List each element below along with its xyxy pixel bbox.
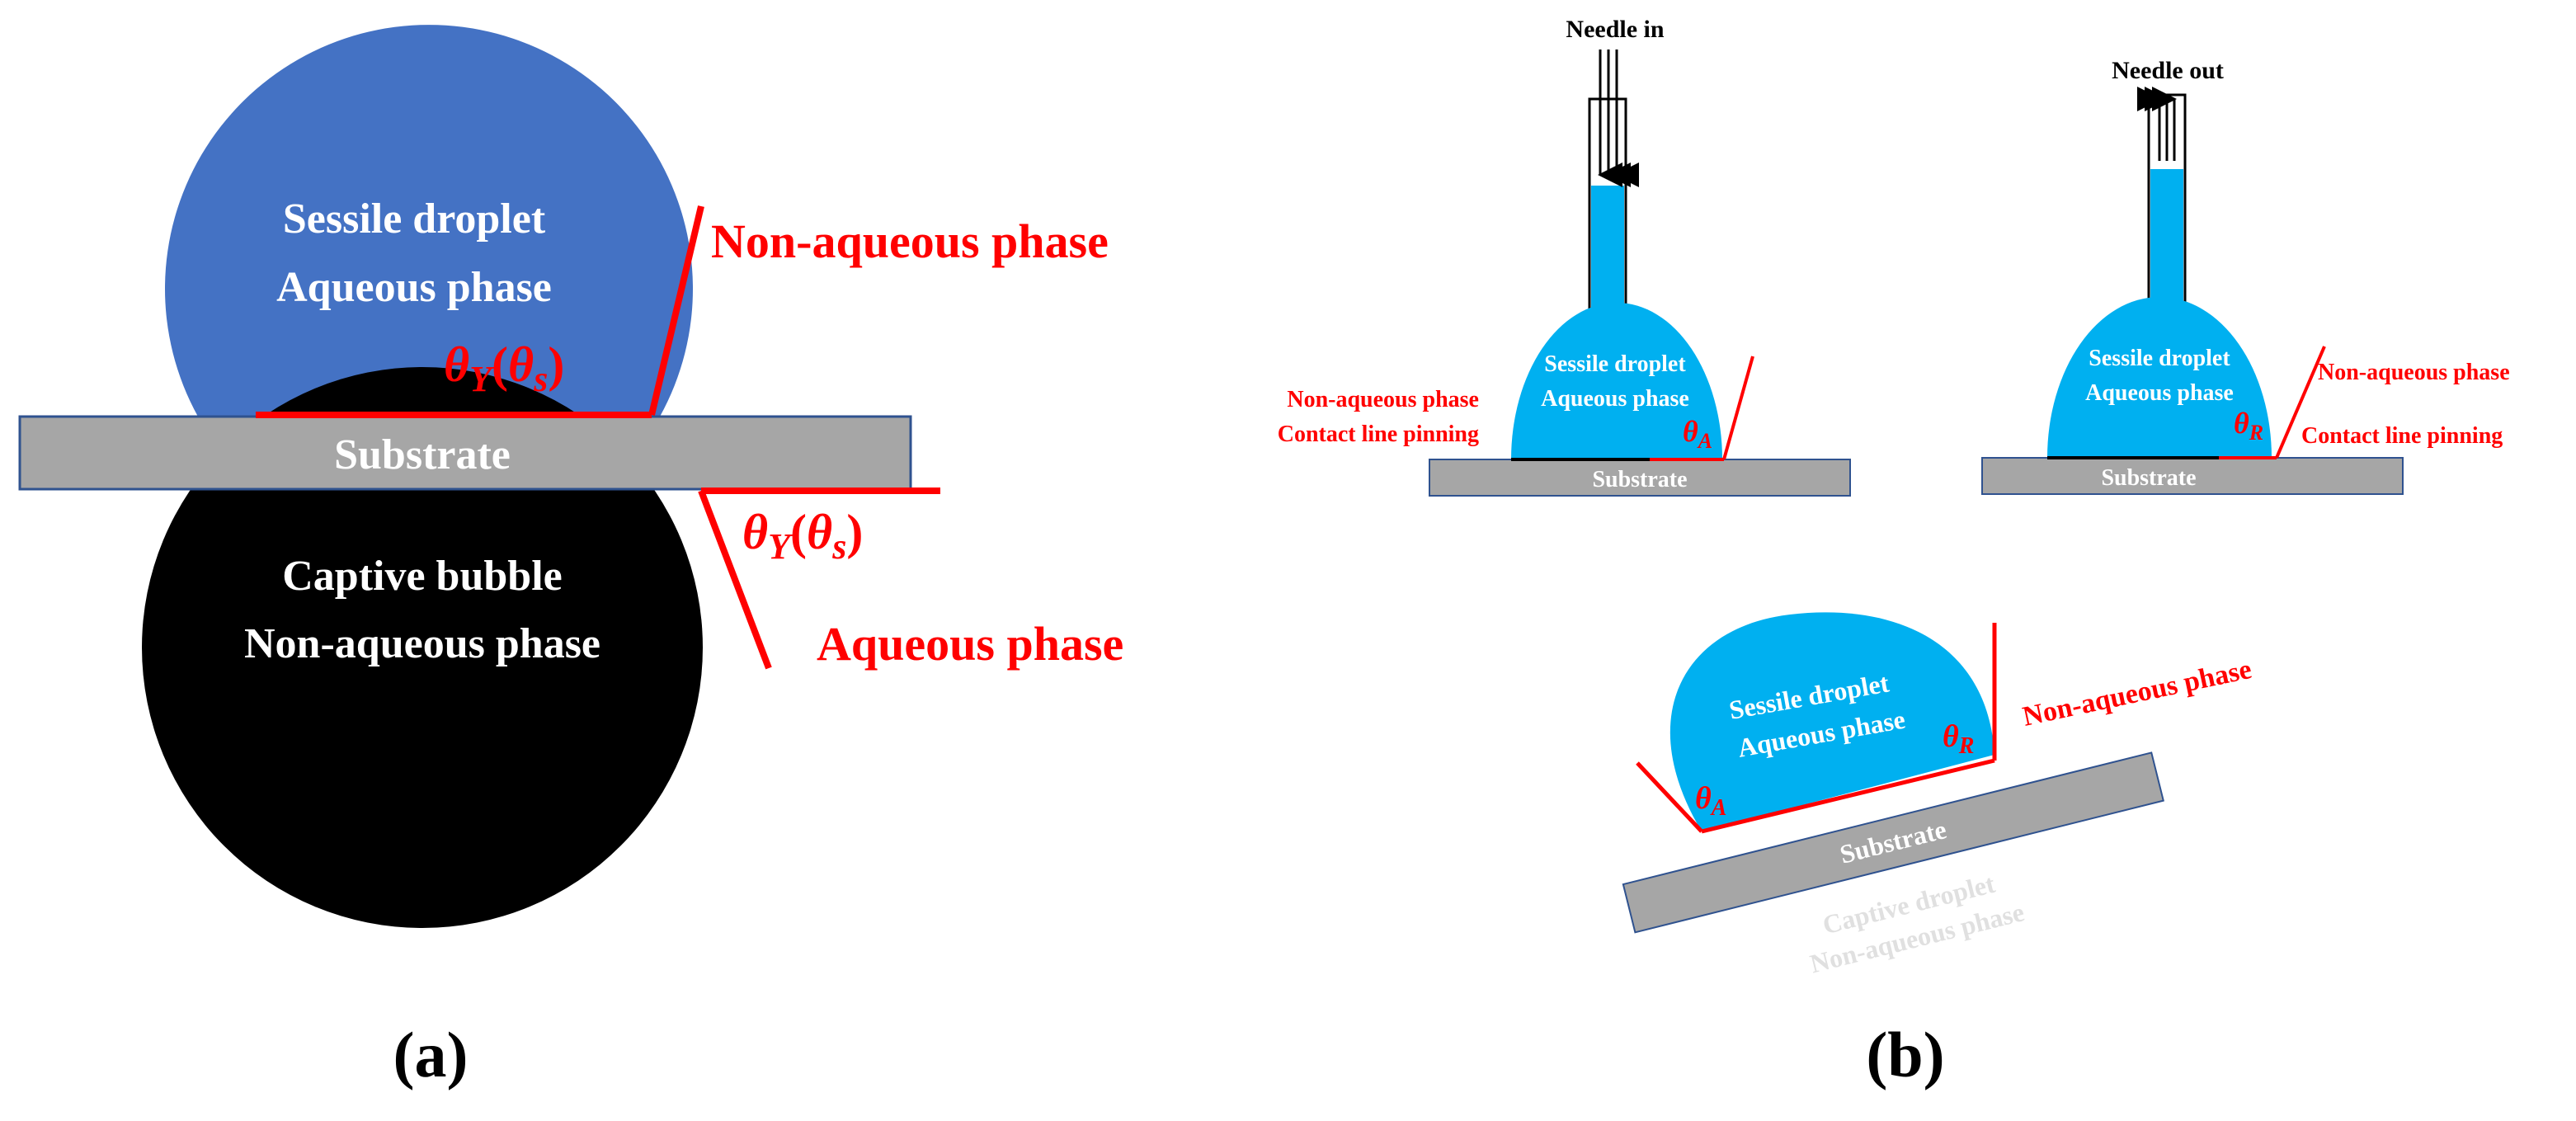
needle-out-label: Needle out bbox=[2112, 57, 2224, 84]
tilted-substrate bbox=[1622, 751, 2164, 934]
needle-in-liquid bbox=[1591, 186, 1624, 313]
panel-a-caption: (a) bbox=[393, 1019, 469, 1090]
panel-b-caption: (b) bbox=[1866, 1019, 1944, 1090]
svg-text:θY(θs): θY(θs) bbox=[444, 337, 564, 399]
panel-a-substrate-label: Substrate bbox=[334, 431, 511, 478]
panel-a: Sessile droplet Aqueous phase Captive bu… bbox=[18, 25, 1123, 1090]
tilted-droplet bbox=[1669, 612, 1994, 831]
needle-in-substrate-label: Substrate bbox=[1592, 467, 1687, 492]
needle-in-side-line1: Non-aqueous phase bbox=[1287, 387, 1479, 412]
needle-in-label: Needle in bbox=[1566, 16, 1664, 43]
needle-out-substrate bbox=[1981, 457, 2404, 495]
needle-in-theta: θA bbox=[1683, 415, 1712, 453]
panel-b: Needle in Sessile droplet Aqueous phase … bbox=[1278, 16, 2510, 1090]
panel-b-tilted-diagram: Substrate Captive droplet Non-aqueous ph… bbox=[1622, 612, 2254, 978]
needle-out-side-line2: Contact line pinning bbox=[2301, 423, 2503, 449]
needle-out-tangent bbox=[2275, 346, 2326, 459]
tilted-advancing-tangent bbox=[1636, 761, 1703, 833]
needle-out-substrate-label: Substrate bbox=[2101, 465, 2196, 491]
panel-a-droplet-line1: Sessile droplet bbox=[283, 195, 546, 243]
needle-in-droplet-line2: Aqueous phase bbox=[1541, 386, 1689, 412]
needle-out-theta: θR bbox=[2234, 407, 2263, 445]
needle-out-side-line1: Non-aqueous phase bbox=[2318, 360, 2510, 385]
panel-a-non-aqueous-label: Non-aqueous phase bbox=[711, 214, 1109, 268]
panel-b-needle-in-diagram: Needle in Sessile droplet Aqueous phase … bbox=[1278, 16, 1851, 497]
needle-out-droplet-line1: Sessile droplet bbox=[2089, 346, 2230, 371]
panel-a-sessile-droplet bbox=[164, 25, 694, 417]
panel-a-theta-bottom: θY(θs) bbox=[742, 505, 863, 567]
needle-in-droplet-line1: Sessile droplet bbox=[1544, 351, 1686, 377]
svg-text:θY(θs): θY(θs) bbox=[742, 505, 863, 567]
panel-a-aqueous-label: Aqueous phase bbox=[817, 617, 1123, 671]
panel-a-substrate bbox=[18, 415, 912, 491]
needle-in-tangent bbox=[1722, 356, 1754, 460]
panel-a-theta-top: θY(θs) bbox=[444, 337, 564, 399]
needle-in-substrate bbox=[1429, 459, 1851, 497]
needle-in-droplet bbox=[1511, 303, 1722, 459]
needle-out-droplet-line2: Aqueous phase bbox=[2085, 380, 2234, 406]
panel-a-droplet-line2: Aqueous phase bbox=[276, 264, 552, 311]
panel-a-bottom-tangent bbox=[698, 489, 772, 670]
needle-in-side-line2: Contact line pinning bbox=[1278, 422, 1479, 447]
panel-b-needle-out-diagram: Needle out Sessile droplet Aqueous phase… bbox=[1981, 57, 2510, 495]
needle-out-droplet bbox=[2047, 297, 2272, 458]
tilted-non-aqueous-label: Non-aqueous phase bbox=[2020, 654, 2254, 732]
tilted-theta-a: θA bbox=[1695, 781, 1726, 821]
panel-a-top-tangent bbox=[648, 205, 704, 416]
needle-out-liquid bbox=[2150, 169, 2183, 309]
panel-a-captive-bubble bbox=[142, 367, 703, 928]
tilted-theta-r: θR bbox=[1943, 719, 1974, 759]
panel-a-bubble-line1: Captive bubble bbox=[282, 553, 563, 600]
tilted-baseline bbox=[1701, 758, 1995, 834]
panel-a-bubble-line2: Non-aqueous phase bbox=[244, 620, 600, 667]
